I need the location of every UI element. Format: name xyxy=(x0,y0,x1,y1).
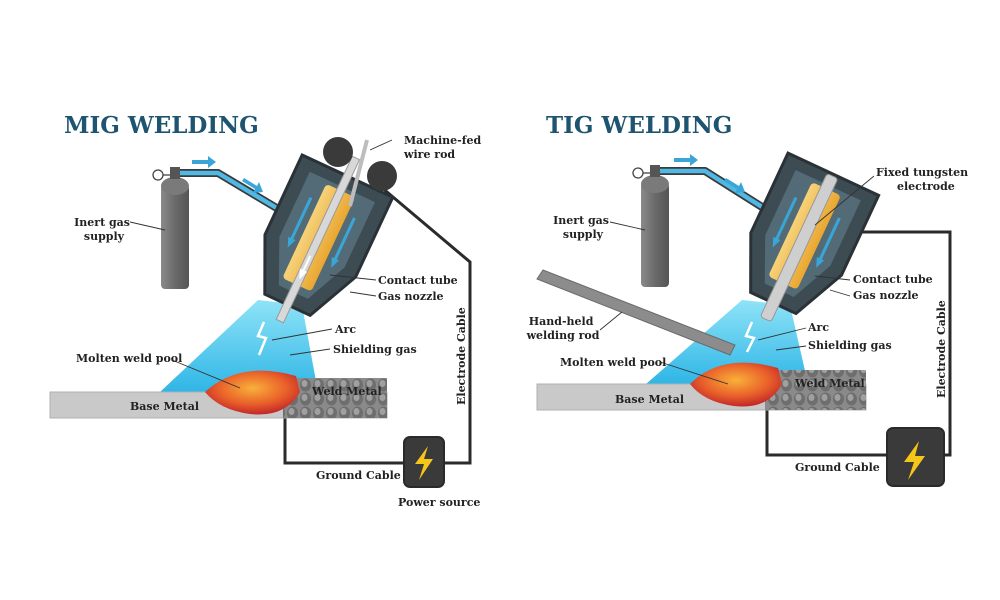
mig-power-source xyxy=(403,436,445,488)
tig-leader-lines xyxy=(599,175,875,385)
mig-weld-metal xyxy=(283,378,387,418)
mig-label-arc: Arc xyxy=(334,323,356,336)
tig-label-base-metal: Base Metal xyxy=(615,393,684,406)
tig-ground-cable xyxy=(765,408,887,457)
tig-label-arc: Arc xyxy=(807,321,829,334)
mig-weld-pool xyxy=(205,370,300,415)
mig-wire-feed-rollers xyxy=(323,137,397,207)
mig-label-power: Power source xyxy=(398,496,480,509)
tig-tungsten-electrode xyxy=(760,174,838,322)
mig-label-electrode-cable: Electrode Cable xyxy=(455,307,468,405)
mig-diagram: MIG WELDING xyxy=(49,112,485,509)
mig-gas-hose xyxy=(180,169,288,217)
tig-label-gas-nozzle: Gas nozzle xyxy=(853,289,919,302)
tig-label-rod: Hand-held welding rod xyxy=(526,315,600,342)
mig-label-pool: Molten weld pool xyxy=(76,352,182,365)
mig-arc xyxy=(256,321,268,356)
tig-weld-pool xyxy=(690,362,782,407)
tig-weld-metal xyxy=(765,370,866,410)
tig-gas-cylinder xyxy=(632,165,669,287)
mig-label-shielding: Shielding gas xyxy=(333,343,417,356)
mig-label-wire: Machine-fed wire rod xyxy=(403,134,485,161)
tig-gas-flow-arrows xyxy=(674,154,745,193)
lightning-bolt-icon xyxy=(415,446,433,480)
tig-power-source xyxy=(886,427,945,487)
lightning-bolt-icon xyxy=(904,441,925,480)
tig-arc xyxy=(744,321,756,353)
tig-title: TIG WELDING xyxy=(546,112,732,139)
tig-label-ground-cable: Ground Cable xyxy=(795,461,880,474)
tig-label-shielding: Shielding gas xyxy=(808,339,892,352)
tig-label-pool: Molten weld pool xyxy=(560,356,666,369)
tig-diagram: TIG WELDING xyxy=(526,112,972,487)
mig-label-weld-metal: Weld Metal xyxy=(311,385,382,398)
tig-electrode-cable xyxy=(826,230,952,457)
tig-label-electrode-cable: Electrode Cable xyxy=(935,300,948,398)
mig-gas-cylinder xyxy=(152,167,189,289)
tig-label-weld-metal: Weld Metal xyxy=(794,377,865,390)
mig-leader-lines xyxy=(129,139,393,389)
tig-welding-rod xyxy=(536,269,736,356)
mig-title: MIG WELDING xyxy=(64,112,259,139)
tig-label-contact-tube: Contact tube xyxy=(853,273,933,286)
mig-gas-flow-arrows xyxy=(192,156,263,193)
mig-label-contact-tube: Contact tube xyxy=(378,274,458,287)
mig-label-ground-cable: Ground Cable xyxy=(316,469,401,482)
mig-electrode-cable xyxy=(367,174,472,465)
tig-label-gas: Inert gas supply xyxy=(553,214,613,241)
mig-label-base-metal: Base Metal xyxy=(130,400,199,413)
mig-label-gas-nozzle: Gas nozzle xyxy=(378,290,444,303)
tig-label-electrode: Fixed tungsten electrode xyxy=(876,166,972,193)
mig-shielding-gas xyxy=(160,300,318,392)
tig-gas-nozzle xyxy=(749,151,881,322)
mig-label-gas: Inert gas supply xyxy=(74,216,134,243)
mig-ground-cable xyxy=(283,415,404,465)
